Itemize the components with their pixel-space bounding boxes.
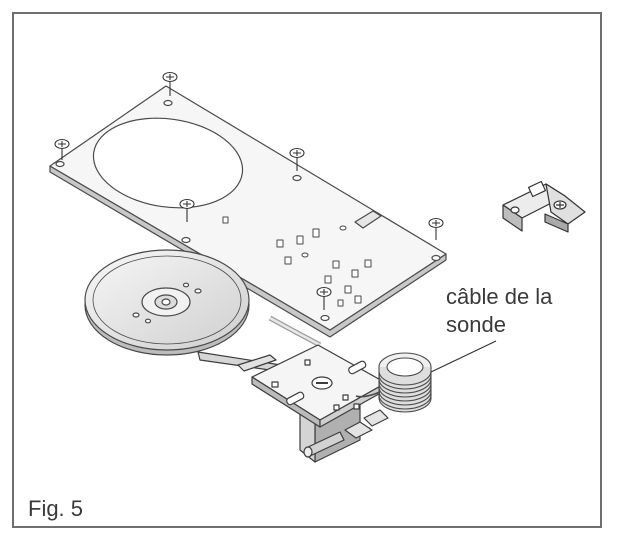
plate-round-cutout: [92, 117, 244, 209]
heating-disc: [84, 249, 250, 356]
plate-holes: [55, 99, 441, 322]
screw: [289, 147, 305, 171]
figure-caption: Fig. 5: [28, 496, 84, 521]
screw: [316, 286, 332, 310]
mounting-plate: [49, 85, 447, 338]
plate-slots: [222, 216, 372, 307]
screw: [179, 198, 195, 222]
callout-label-probe-cable: câble de la sonde: [446, 284, 553, 337]
probe-cable-coil: [355, 352, 432, 413]
screws: [54, 71, 444, 310]
bracket-clip: [502, 180, 586, 233]
callout-leader-line: [430, 340, 497, 373]
screw: [54, 138, 70, 160]
screw: [428, 217, 444, 240]
screw: [162, 71, 178, 96]
